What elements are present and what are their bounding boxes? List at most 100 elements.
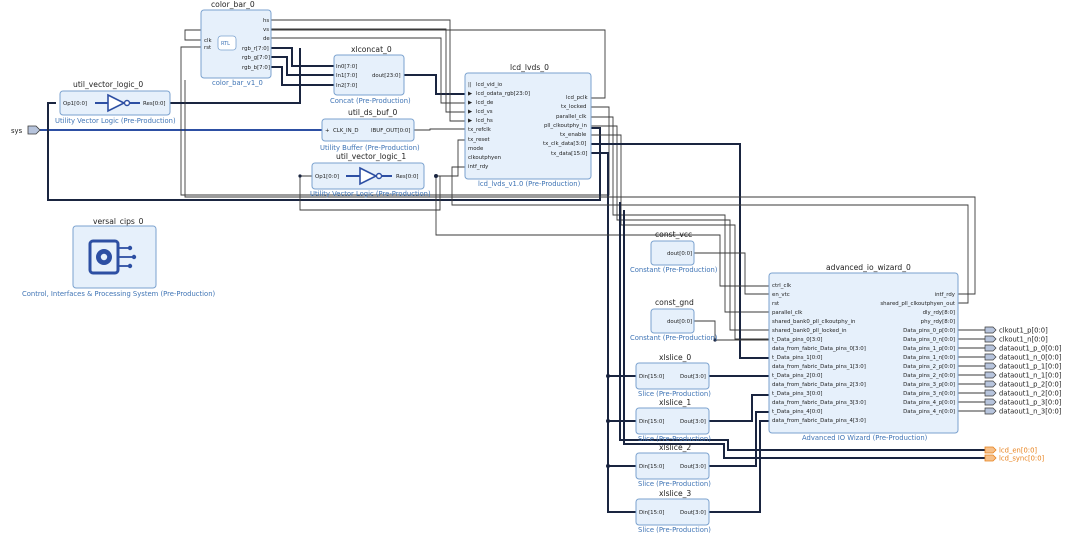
svg-text:In1[7:0]: In1[7:0] [336, 73, 357, 79]
wizard-out-pin: Data_pins_0_p[0:0] [903, 328, 955, 334]
port-lcd-out[interactable]: lcd_en[0:0] [984, 447, 1037, 455]
port-arrow-icon [984, 362, 997, 370]
block-xlslice-3[interactable]: xlslice_3 Din[15:0] Dout[3:0] Slice (Pre… [635, 489, 711, 534]
svg-text:intf_rdy: intf_rdy [468, 164, 489, 170]
port-arrow-icon [984, 344, 997, 352]
svg-text:versal_cips_0: versal_cips_0 [93, 217, 144, 226]
svg-text:Slice (Pre-Production): Slice (Pre-Production) [638, 480, 711, 488]
port-lcd-out[interactable]: lcd_sync[0:0] [984, 455, 1045, 463]
svg-text:rgb_r[7:0]: rgb_r[7:0] [242, 46, 269, 52]
block-xlslice-2[interactable]: xlslice_2 Din[15:0] Dout[3:0] Slice (Pre… [635, 443, 711, 488]
port-arrow-icon [984, 326, 997, 334]
net-rgb-g[interactable] [271, 56, 334, 76]
svg-text:Concat (Pre-Production): Concat (Pre-Production) [330, 97, 411, 105]
svg-text:Op1[0:0]: Op1[0:0] [63, 101, 87, 107]
port-out[interactable]: dataout1_p_0[0:0] [984, 344, 1062, 353]
port-label: clkout1_n[0:0] [999, 336, 1048, 344]
wizard-in-pin: data_from_fabric_Data_pins_0[3:0] [772, 346, 866, 352]
wizard-in-pin: ctrl_clk [772, 283, 792, 289]
net-vlog0-in[interactable] [47, 102, 601, 201]
port-label: sys [11, 127, 23, 135]
net-slice3-out[interactable] [709, 420, 769, 513]
net-lcd-sync[interactable] [623, 210, 985, 459]
svg-text:In2[7:0]: In2[7:0] [336, 83, 357, 89]
svg-text:lcd_hs: lcd_hs [476, 118, 493, 124]
net-slice1-out[interactable] [709, 394, 769, 422]
port-out[interactable]: clkout1_n[0:0] [984, 335, 1048, 344]
block-const-vcc[interactable]: const_vcc dout[0:0] Constant (Pre-Produc… [630, 230, 718, 274]
wizard-output-pins: intf_rdyshared_pll_clkoutphyen_outdly_rd… [880, 292, 955, 415]
svg-text:tx_locked: tx_locked [561, 104, 586, 110]
svg-text:Dout[3:0]: Dout[3:0] [680, 464, 706, 470]
svg-text:tx_reset: tx_reset [468, 137, 490, 143]
wizard-out-pin: phy_rdy[8:0] [921, 319, 955, 325]
svg-text:xlslice_2: xlslice_2 [659, 443, 691, 452]
net-vlog0-out[interactable] [170, 48, 301, 104]
not-gate-icon [95, 93, 140, 113]
block-xlconcat-0[interactable]: xlconcat_0 In0[7:0] In1[7:0] In2[7:0] do… [330, 45, 411, 105]
wizard-in-pin: shared_bank0_pll_clkoutphy_in [772, 319, 855, 325]
svg-text:lcd_vid_io: lcd_vid_io [476, 82, 502, 88]
port-arrow-icon [984, 389, 997, 397]
port-label: dataout1_p_3[0:0] [999, 399, 1062, 407]
output-ports: clkout1_p[0:0]clkout1_n[0:0]dataout1_p_0… [984, 326, 1062, 463]
svg-text:Slice (Pre-Production): Slice (Pre-Production) [638, 435, 711, 443]
net-de[interactable] [271, 37, 465, 104]
port-label: clkout1_p[0:0] [999, 327, 1048, 335]
net-clkoutphyen[interactable] [451, 166, 969, 304]
port-out[interactable]: dataout1_p_1[0:0] [984, 362, 1062, 371]
net-vs[interactable] [271, 28, 465, 113]
port-out[interactable]: dataout1_p_2[0:0] [984, 380, 1062, 389]
svg-text:tx_refclk: tx_refclk [468, 127, 492, 133]
net-intf-rdy[interactable] [184, 80, 976, 295]
net-parallel-clk[interactable] [591, 116, 769, 313]
port-out[interactable]: dataout1_n_0[0:0] [984, 354, 1062, 362]
port-arrow-icon [984, 380, 997, 388]
port-out[interactable]: dataout1_n_3[0:0] [984, 408, 1062, 416]
net-ibuf-out[interactable] [414, 128, 465, 131]
block-versal-cips-0[interactable]: versal_cips_0 Control, Interfaces & Proc… [22, 217, 216, 298]
net-rgb-b[interactable] [271, 66, 334, 86]
svg-text:Dout[3:0]: Dout[3:0] [680, 374, 706, 380]
net-vlog1-ctrl[interactable] [435, 176, 769, 287]
port-arrow-icon [984, 335, 997, 343]
net-vcc[interactable] [694, 252, 769, 295]
block-util-ds-buf-0[interactable]: util_ds_buf_0 + CLK_IN_D IBUF_OUT[0:0] U… [320, 108, 420, 152]
port-sys[interactable]: sys [11, 125, 41, 135]
wizard-in-pin: shared_bank0_pll_locked_in [772, 328, 847, 334]
block-advanced-io-wizard-0[interactable]: advanced_io_wizard_0 ctrl_clken_vtcrstpa… [768, 263, 959, 442]
port-out[interactable]: dataout1_n_1[0:0] [984, 372, 1062, 380]
net-hs[interactable] [271, 19, 465, 122]
net-tx-data[interactable] [591, 152, 636, 513]
net-tx-reset[interactable] [436, 139, 465, 177]
net-tx-clk-data[interactable] [591, 143, 769, 359]
port-out[interactable]: clkout1_p[0:0] [984, 326, 1048, 335]
block-util-vector-logic-1[interactable]: util_vector_logic_1 Op1[0:0] Res[0:0] Ut… [310, 152, 431, 198]
svg-text:hs: hs [263, 18, 269, 24]
block-util-vector-logic-0[interactable]: util_vector_logic_0 Op1[0:0] Res[0:0] Ut… [55, 80, 176, 125]
block-xlslice-1[interactable]: xlslice_1 Din[15:0] Dout[3:0] Slice (Pre… [635, 398, 711, 443]
net-slice2-out[interactable] [709, 411, 769, 467]
net-lcd-pclk[interactable] [184, 29, 606, 99]
net-lcd-en[interactable] [619, 202, 985, 451]
net-rgb-r[interactable] [271, 47, 334, 67]
svg-text:▶: ▶ [468, 100, 473, 106]
port-out[interactable]: dataout1_p_3[0:0] [984, 399, 1062, 407]
svg-text:xlslice_0: xlslice_0 [659, 353, 691, 362]
net-tx-locked[interactable] [180, 46, 610, 196]
port-label: dataout1_n_3[0:0] [999, 408, 1062, 416]
net-gnd[interactable] [694, 320, 769, 341]
port-out[interactable]: dataout1_n_2[0:0] [984, 389, 1062, 398]
net-pll-clkoutphy[interactable] [591, 125, 769, 331]
svg-text:▶: ▶ [468, 91, 473, 97]
block-color-bar-0[interactable]: color_bar_0 RTL clk rst hs vs de rgb_r[7… [200, 0, 272, 87]
net-concat-dout[interactable] [404, 74, 465, 95]
wizard-in-pin: en_vtc [772, 292, 790, 298]
svg-text:Slice (Pre-Production): Slice (Pre-Production) [638, 526, 711, 534]
svg-text:lcd_de: lcd_de [476, 100, 494, 106]
block-xlslice-0[interactable]: xlslice_0 Din[15:0] Dout[3:0] Slice (Pre… [635, 353, 711, 398]
svg-text:Slice (Pre-Production): Slice (Pre-Production) [638, 390, 711, 398]
block-lcd-lvds-0[interactable]: lcd_lvds_0 || lcd_vid_io ▶lcd_odata_rgb[… [464, 63, 592, 188]
block-const-gnd[interactable]: const_gnd dout[0:0] Constant (Pre-Produc… [630, 298, 718, 342]
